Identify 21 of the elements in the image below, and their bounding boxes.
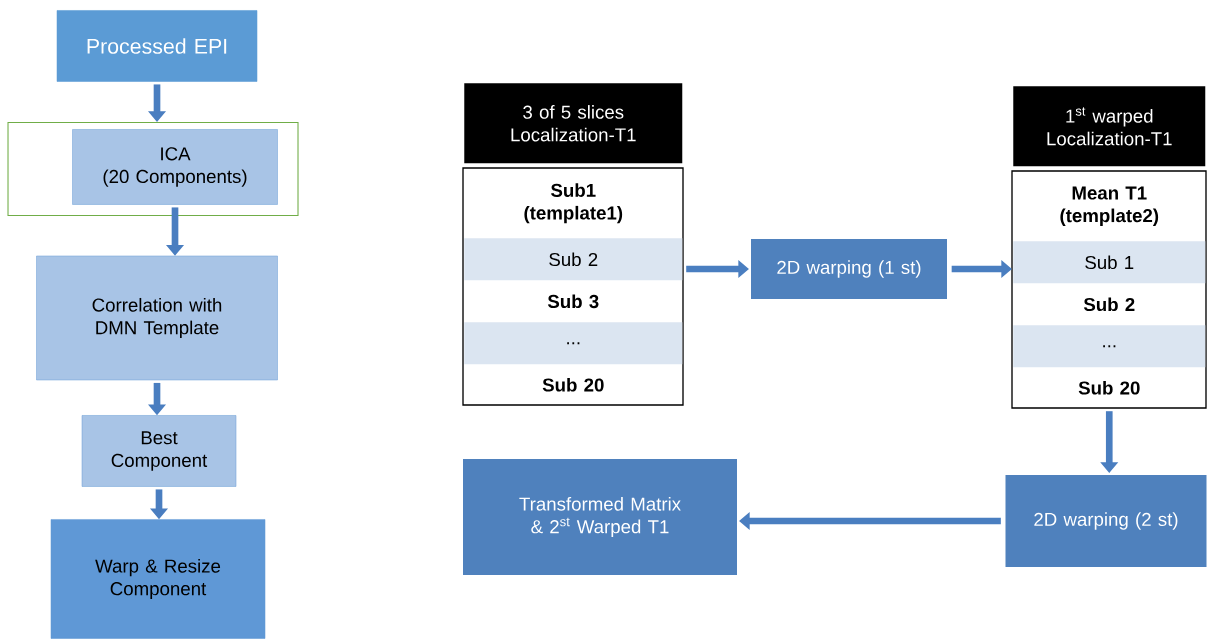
process-box: 2D warping (2 st) <box>1003 473 1208 569</box>
table-row: Sub 20 <box>1078 380 1140 395</box>
table-row: Sub 1 <box>1013 241 1206 284</box>
table-row: Sub1 (template1) <box>524 183 623 224</box>
table-header: 3 of 5 slices Localization-T1 <box>464 83 683 164</box>
group-frame <box>7 121 299 217</box>
table-row: Sub 2 <box>464 238 683 281</box>
table-row: Sub 20 <box>542 377 604 392</box>
process-box: Transformed Matrix & 2$^{st}$ Warped T1 <box>461 457 739 577</box>
table-row: Sub 3 <box>547 294 599 309</box>
table-row: Mean T1 (template2) <box>1060 186 1159 226</box>
table-row: Sub 2 <box>1083 297 1135 312</box>
flow-box: Warp & Resize Component <box>50 519 266 639</box>
table-row: ... <box>464 322 683 365</box>
process-box: 2D warping (1 st) <box>749 237 949 301</box>
table-row: ... <box>1013 325 1206 368</box>
flow-box: Best Component <box>81 415 237 487</box>
flow-box: Correlation with DMN Template <box>36 255 278 381</box>
flow-box: Processed EPI <box>56 10 258 82</box>
flow-box: ICA (20 Components) <box>72 129 278 205</box>
table-header: 1$^{st}$ warped Localization-T1 <box>1013 86 1206 167</box>
